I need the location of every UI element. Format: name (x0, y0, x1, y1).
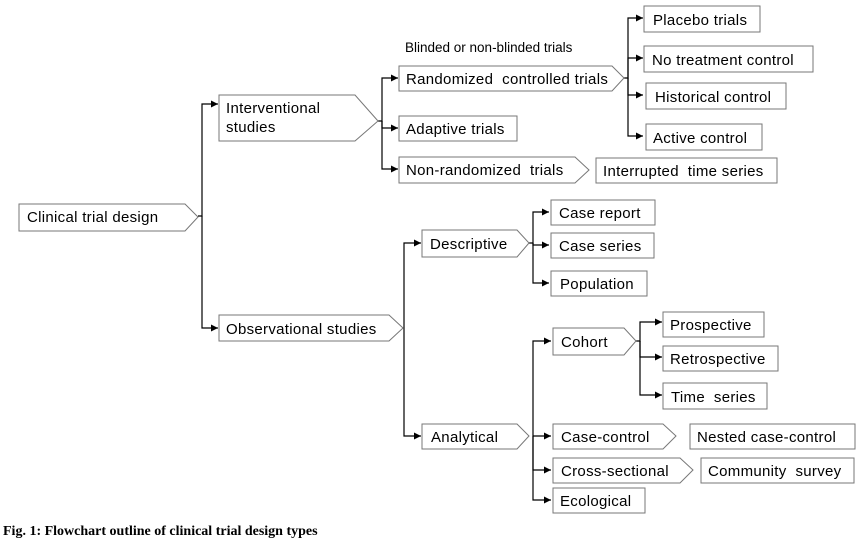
connector-observational-descriptive (403, 239, 421, 328)
connector-interventional-nonrandomized (381, 121, 398, 173)
connector-interventional-adaptive (381, 121, 398, 132)
node-observational-label: Observational studies (226, 321, 377, 338)
node-interrupted-label: Interrupted time series (603, 163, 764, 180)
node-active-shape (645, 123, 763, 151)
connector-descriptive-case-series (532, 241, 549, 249)
connectors (198, 14, 662, 504)
node-analytical-shape (421, 423, 530, 450)
node-case-control-label: Case-control (561, 429, 650, 446)
connector-cohort-time-series (639, 341, 662, 399)
node-placebo-label: Placebo trials (653, 12, 747, 29)
node-interrupted-shape (595, 157, 778, 184)
node-no-treatment-shape (643, 45, 814, 73)
node-descriptive-shape (421, 229, 530, 258)
node-analytical-label: Analytical (431, 429, 498, 446)
node-historical-shape (645, 82, 787, 110)
node-rct-shape (398, 65, 625, 92)
node-nonrandomized-label: Non-randomized trials (406, 162, 564, 179)
node-adaptive-shape (398, 115, 518, 142)
node-nonrandomized-shape (398, 156, 590, 184)
figure-caption: Fig. 1: Flowchart outline of clinical tr… (3, 524, 318, 539)
node-case-report-label: Case report (559, 205, 641, 222)
connector-rct-historical (627, 78, 643, 99)
connector-rct-no-treatment (627, 54, 643, 78)
node-community-label: Community survey (708, 463, 842, 480)
node-cohort-shape (552, 327, 637, 356)
connector-root-observational (201, 216, 218, 332)
node-placebo-shape (643, 5, 761, 33)
node-adaptive-label: Adaptive trials (406, 121, 505, 138)
connector-rct-active (627, 78, 643, 140)
connector-rct-placebo (624, 14, 643, 79)
node-prospective-shape (662, 311, 765, 338)
node-nested-shape (689, 423, 856, 450)
node-descriptive-label: Descriptive (430, 236, 508, 253)
node-population-label: Population (560, 276, 634, 293)
node-interventional-shape (218, 94, 379, 142)
node-observational-shape (218, 314, 404, 342)
connector-root-interventional (198, 100, 218, 217)
node-time-series-label: Time series (671, 389, 756, 406)
node-active-label: Active control (653, 130, 747, 147)
connector-interventional-rct (378, 74, 398, 122)
connector-cohort-prospective (636, 318, 662, 342)
node-interventional-label-line2: studies (226, 119, 276, 136)
node-case-report-shape (550, 199, 656, 226)
node-case-series-shape (550, 232, 655, 259)
node-prospective-label: Prospective (670, 317, 752, 334)
node-ecological-shape (552, 487, 646, 514)
node-retrospective-shape (662, 345, 779, 372)
connector-analytical-cross-sectional (532, 436, 551, 474)
node-time-series-shape (662, 382, 768, 410)
node-community-shape (700, 457, 855, 484)
node-no-treatment-label: No treatment control (652, 52, 794, 69)
annotation-blinded: Blinded or non-blinded trials (405, 40, 573, 55)
node-population-shape (550, 270, 648, 297)
node-root-label: Clinical trial design (27, 209, 158, 226)
node-historical-label: Historical control (655, 89, 771, 106)
node-root-shape (18, 203, 199, 232)
connector-descriptive-population (532, 243, 549, 287)
node-cross-sectional-label: Cross-sectional (561, 463, 669, 480)
node-nested-label: Nested case-control (697, 429, 836, 446)
connector-descriptive-case-report (529, 208, 549, 244)
node-case-series-label: Case series (559, 238, 642, 255)
node-cohort-label: Cohort (561, 334, 608, 351)
connector-observational-analytical (403, 328, 421, 440)
node-cross-sectional-shape (552, 457, 694, 484)
node-rct-label: Randomized controlled trials (406, 71, 608, 88)
node-retrospective-label: Retrospective (670, 351, 766, 368)
connector-cohort-retrospective (639, 341, 662, 361)
node-interventional-label-line1: Interventional (226, 100, 320, 117)
node-case-control-shape (552, 423, 677, 450)
node-ecological-label: Ecological (560, 493, 631, 510)
connector-analytical-ecological (532, 436, 551, 504)
connector-analytical-cohort (532, 337, 551, 436)
